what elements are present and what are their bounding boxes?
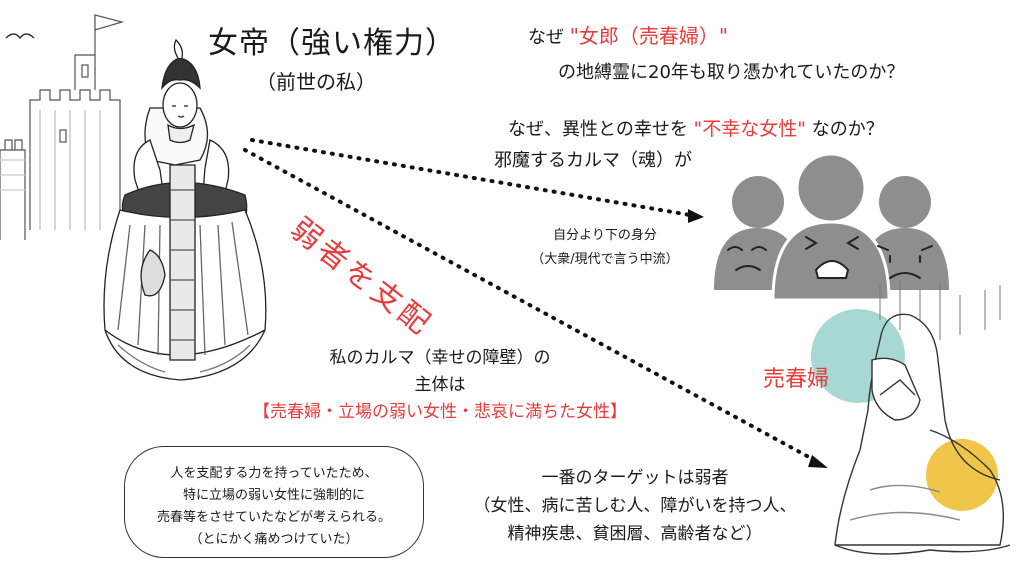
- targets-line3: 精神疾患、貧困層、高齢者など）: [507, 524, 763, 544]
- sad-faces: [727, 236, 933, 279]
- empress-illustration: [103, 38, 267, 381]
- prostitute-label: 売春婦: [763, 367, 830, 392]
- karma-subject-line1: 私のカルマ（幸せの障壁）の: [329, 348, 551, 368]
- question-2-prefix: なぜ、異性との幸せを: [508, 119, 694, 140]
- question-1-line2: の地縛霊に20年も取り憑かれていたのか？: [558, 62, 905, 83]
- flag-icon: [94, 14, 125, 31]
- lower-class-line2: （大衆/現代で言う中流）: [531, 252, 679, 267]
- castle-illustration: [0, 14, 125, 240]
- targets-line2: （女性、病に苦しむ人、障がいを持つ人、: [473, 496, 797, 516]
- question-2: なぜ、異性との幸せを "不幸な女性" なのか？: [508, 114, 884, 141]
- question-2-highlight: "不幸な女性": [693, 118, 807, 140]
- arrow-head-group: [688, 209, 704, 223]
- karma-label: 邪魔するカルマ（魂）が: [494, 150, 692, 171]
- arrow-head-woman: [808, 455, 828, 468]
- arrow-to-woman: [243, 148, 820, 464]
- info-box-line3: 売春等をさせていたなどが考えられる。: [156, 510, 391, 525]
- dotted-arrows: [243, 138, 820, 464]
- page-subtitle: （前世の私）: [256, 70, 376, 94]
- targets-block: 一番のターゲットは弱者 （女性、病に苦しむ人、障がいを持つ人、 精神疾患、貧困層…: [450, 464, 820, 548]
- page-title: 女帝（強い権力）: [208, 26, 456, 61]
- karma-subject-block: 私のカルマ（幸せの障壁）の 主体は 【売春婦・立場の弱い女性・悲哀に満ちた女性】: [250, 345, 630, 426]
- yellow-circle: [926, 439, 998, 511]
- info-box-line2: 特に立場の弱い女性に強制的に: [182, 488, 365, 503]
- crying-woman-illustration: [834, 313, 1011, 555]
- karma-subject-line3: 【売春婦・立場の弱い女性・悲哀に満ちた女性】: [253, 402, 627, 422]
- question-1: なぜ "女郎（売春婦）": [528, 20, 728, 49]
- targets-line1: 一番のターゲットは弱者: [541, 468, 729, 488]
- info-box-line1: 人を支配する力を持っていたため、: [170, 466, 378, 481]
- lower-class-caption: 自分より下の身分 （大衆/現代で言う中流）: [520, 224, 690, 272]
- bird-icon: [5, 33, 35, 40]
- rain-lines: [879, 280, 1001, 340]
- info-box-line4: （とにかく痛めつけていた）: [189, 532, 359, 547]
- question-1-highlight: "女郎（売春婦）": [569, 24, 729, 48]
- arrow-to-group: [250, 138, 692, 217]
- question-1-prefix: なぜ: [528, 27, 570, 48]
- info-box: 人を支配する力を持っていたため、 特に立場の弱い女性に強制的に 売春等をさせてい…: [124, 446, 424, 558]
- karma-subject-line2: 主体は: [414, 375, 466, 395]
- lower-class-line1: 自分より下の身分: [553, 228, 657, 243]
- question-2-suffix: なのか？: [806, 119, 884, 140]
